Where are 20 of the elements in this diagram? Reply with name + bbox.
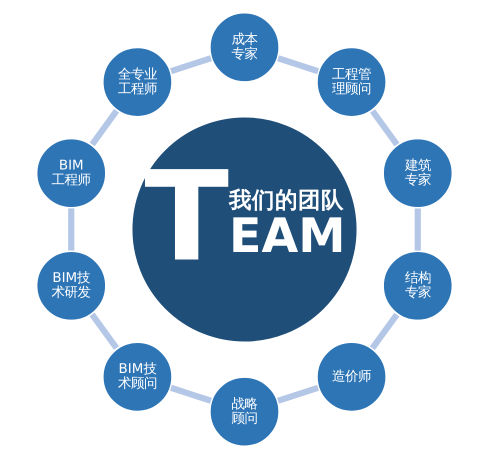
node-circle: BIM技术顾问 [101,340,174,414]
node-circle: 建筑专家 [381,136,454,210]
connector [170,55,212,74]
node-circle: 结构专家 [381,249,454,322]
node-circle: 工程管理顾问 [315,46,388,119]
connector [170,384,212,404]
connector [414,208,421,251]
node-circle: 全专业工程师 [101,46,174,119]
connector [90,312,119,350]
node-circle: 造价师 [315,340,388,414]
connector [68,208,74,250]
connector [277,55,320,74]
connector [370,109,400,146]
node-circle: BIM工程师 [34,136,108,210]
node-circle: BIM技术研发 [34,249,108,322]
connector [90,108,120,146]
connector [277,384,319,404]
node-circle: 战略顾问 [208,375,281,448]
connector [370,312,400,350]
node-circle: 成本专家 [208,10,281,84]
